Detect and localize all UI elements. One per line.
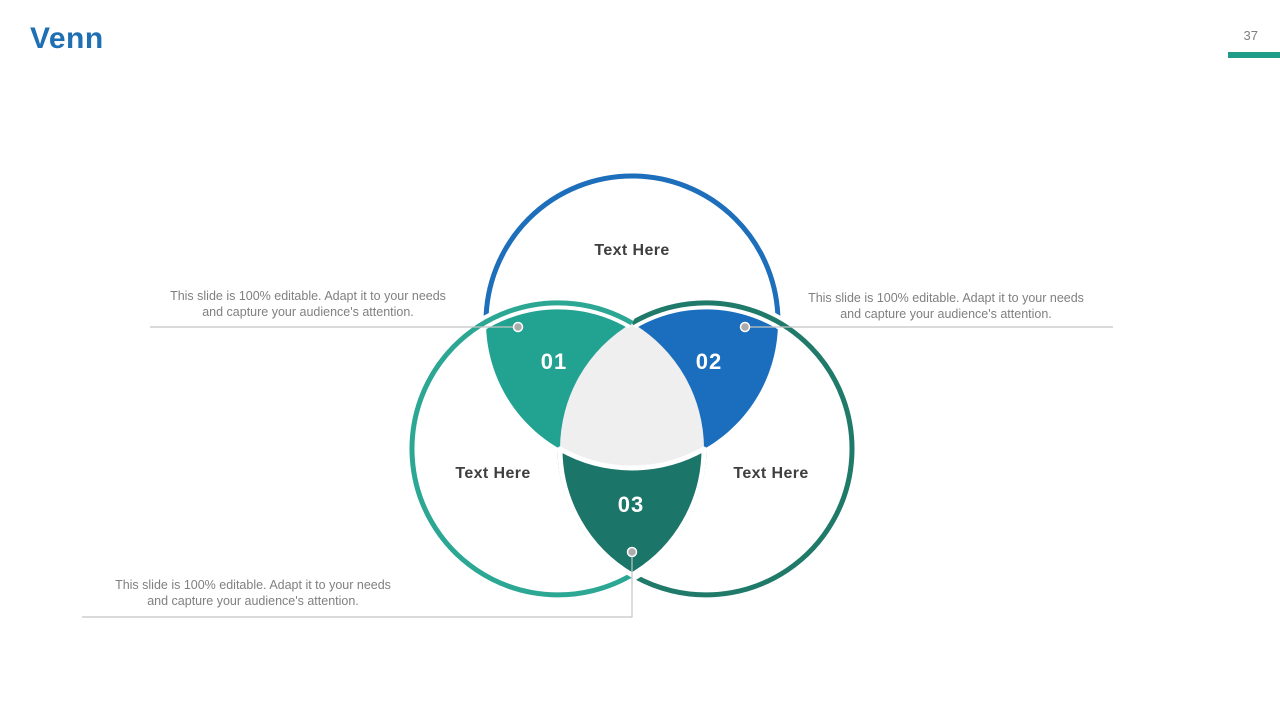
circle-label-top: Text Here (594, 242, 670, 259)
lens-03-fill (557, 446, 707, 578)
circle-label-bottom-right: Text Here (733, 465, 809, 482)
leader-dot-bottom (626, 546, 638, 558)
slide-title: Venn (30, 22, 104, 55)
leader-dot-left (512, 321, 524, 333)
intersection-label-03: 03 (617, 492, 645, 517)
center-intersection-fill (559, 323, 705, 468)
leader-dot-right (739, 321, 751, 333)
circle-label-bottom-left: Text Here (455, 465, 531, 482)
page-number: 37 (1243, 28, 1258, 43)
intersection-label-01: 01 (540, 349, 568, 374)
annotation-left: This slide is 100% editable. Adapt it to… (170, 289, 446, 319)
leader-line-bottom (82, 552, 633, 618)
intersection-label-02: 02 (695, 349, 723, 374)
accent-bar (1228, 52, 1280, 58)
annotation-bottom: This slide is 100% editable. Adapt it to… (115, 578, 391, 608)
circle-top-outline (483, 173, 781, 323)
annotation-right: This slide is 100% editable. Adapt it to… (808, 291, 1084, 321)
